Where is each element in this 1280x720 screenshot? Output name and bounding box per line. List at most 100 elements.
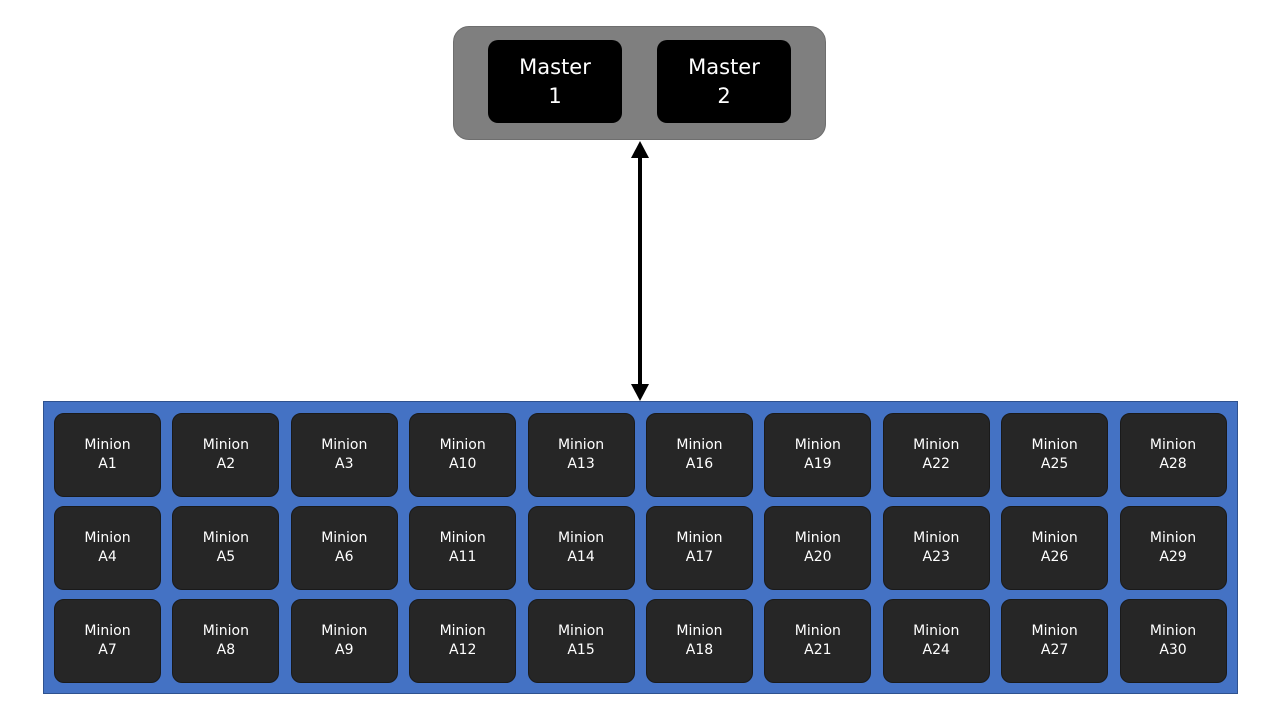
minion-id: A15 xyxy=(567,642,595,658)
arrow-head-up xyxy=(631,141,649,158)
bidirectional-arrow xyxy=(631,141,649,401)
minion-label: Minion xyxy=(321,623,368,639)
minion-label: Minion xyxy=(794,437,841,453)
arrow-head-down xyxy=(631,384,649,401)
master-2-label: Master xyxy=(688,54,760,79)
minion-id: A12 xyxy=(448,642,477,658)
minion-id: A22 xyxy=(922,456,950,472)
minion-label: Minion xyxy=(794,623,841,639)
minion-id: A17 xyxy=(685,549,714,565)
minion-id: A1 xyxy=(98,456,117,472)
minion-label: Minion xyxy=(439,530,486,546)
master-2-number: 2 xyxy=(717,83,731,108)
minion-id: A19 xyxy=(804,456,832,472)
master-1-number: 1 xyxy=(548,83,562,108)
minion-id: A4 xyxy=(98,549,117,565)
minion-id: A9 xyxy=(335,642,354,658)
minion-id: A21 xyxy=(804,642,832,658)
minion-id: A13 xyxy=(567,456,595,472)
minion-id: A8 xyxy=(216,642,236,658)
minion-id: A30 xyxy=(1159,642,1187,658)
minion-id: A28 xyxy=(1159,456,1187,472)
minion-id: A27 xyxy=(1040,642,1069,658)
minion-id: A2 xyxy=(216,456,236,472)
minion-id: A14 xyxy=(567,549,595,565)
minion-label: Minion xyxy=(794,530,841,546)
minion-label: Minion xyxy=(84,530,131,546)
minion-label: Minion xyxy=(557,437,605,453)
master-node-1: Master 1 xyxy=(488,40,622,123)
master-group: Master 1 Master 2 xyxy=(453,26,826,140)
master-1-label: Master xyxy=(519,54,591,79)
minion-label: Minion xyxy=(84,437,131,453)
minion-id: A18 xyxy=(685,642,714,658)
minion-label: Minion xyxy=(1149,623,1197,639)
minion-label: Minion xyxy=(557,530,605,546)
minion-id: A16 xyxy=(685,456,714,472)
minion-label: Minion xyxy=(439,437,486,453)
minion-label: Minion xyxy=(913,437,960,453)
minion-label: Minion xyxy=(1149,437,1197,453)
minion-label: Minion xyxy=(1031,623,1078,639)
minion-id: A5 xyxy=(216,549,236,565)
minion-label: Minion xyxy=(676,437,723,453)
master-node-2: Master 2 xyxy=(657,40,791,123)
minion-label: Minion xyxy=(913,530,960,546)
minion-id: A6 xyxy=(335,549,354,565)
minion-label: Minion xyxy=(676,530,723,546)
minion-id: A20 xyxy=(804,549,832,565)
minion-label: Minion xyxy=(202,437,249,453)
minion-id: A7 xyxy=(98,642,117,658)
minion-label: Minion xyxy=(202,530,249,546)
minion-label: Minion xyxy=(202,623,249,639)
minion-label: Minion xyxy=(84,623,131,639)
minion-id: A29 xyxy=(1159,549,1187,565)
minion-id: A3 xyxy=(335,456,354,472)
minion-label: Minion xyxy=(676,623,723,639)
minion-label: Minion xyxy=(557,623,605,639)
minion-label: Minion xyxy=(913,623,960,639)
minion-id: A11 xyxy=(448,549,477,565)
minion-label: Minion xyxy=(439,623,486,639)
minion-id: A10 xyxy=(448,456,477,472)
minion-label: Minion xyxy=(1149,530,1197,546)
minion-id: A24 xyxy=(922,642,950,658)
minion-label: Minion xyxy=(1031,437,1078,453)
minion-label: Minion xyxy=(321,530,368,546)
minion-id: A25 xyxy=(1040,456,1069,472)
minion-label: Minion xyxy=(321,437,368,453)
minion-id: A23 xyxy=(922,549,950,565)
